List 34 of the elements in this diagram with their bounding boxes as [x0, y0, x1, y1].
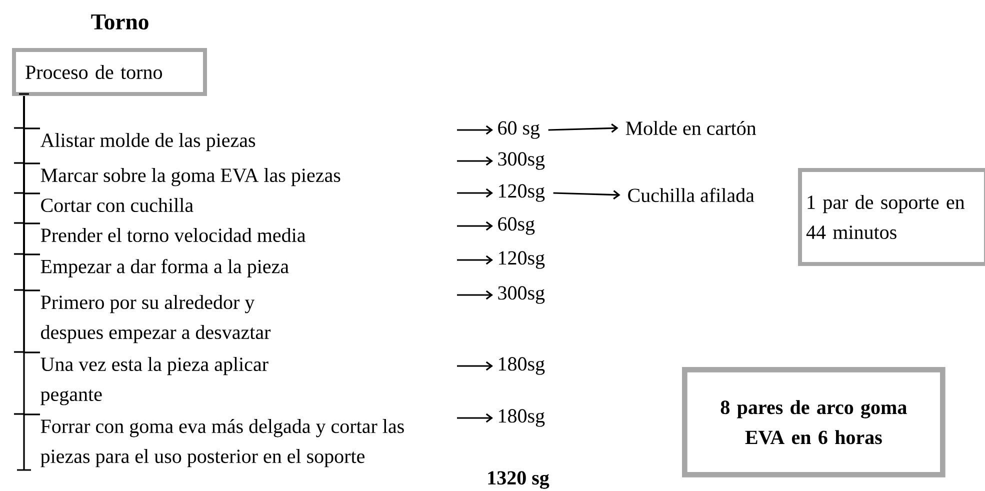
title: Torno — [91, 14, 148, 30]
duration-text: 300sg — [498, 152, 545, 170]
duration-text: 120sg — [499, 184, 545, 202]
arrow — [457, 125, 493, 135]
arrow — [457, 290, 493, 300]
step-text: Forrar con goma eva más delgada y cortar las piezas para el uso posterior en el soporte — [40, 419, 404, 468]
resource-text: Cuchilla afilada — [628, 188, 754, 202]
step-text: Prender el torno velocidad media — [40, 228, 306, 242]
arrow — [457, 413, 493, 423]
arrow — [457, 156, 493, 166]
duration-text: 60 sg — [498, 121, 540, 139]
arrow — [613, 190, 620, 200]
note-box: 1 par de soporte en 44 minutos — [798, 168, 985, 266]
resource-text: Molde en cartón — [626, 120, 756, 136]
connector-line — [23, 96, 40, 416]
arrow — [457, 361, 493, 371]
step-text: Cortar con cuchilla — [41, 198, 194, 212]
duration-text: 120sg — [499, 251, 545, 269]
duration-text: 60sg — [498, 217, 535, 235]
step-text: Marcar sobre la goma EVA las piezas — [40, 168, 340, 186]
step-text: Primero por su alrededor y despues empezar a desvaztar — [40, 295, 271, 344]
summary-box: 8 pares de arco goma EVA en 6 horas — [682, 367, 946, 478]
arrow — [611, 124, 618, 133]
arrow — [457, 188, 493, 198]
arrow — [457, 221, 493, 231]
duration-text: 300sg — [498, 286, 545, 304]
duration-text: 180sg — [499, 409, 545, 427]
process-box: Proceso de torno — [12, 48, 207, 96]
step-text: Empezar a dar forma a la pieza — [40, 259, 289, 278]
step-text: Una vez esta la pieza aplicar pegante — [40, 357, 268, 406]
total-label: 1320 sg — [488, 471, 550, 489]
duration-text: 180sg — [499, 357, 545, 375]
step-text: Alistar molde de las piezas — [40, 133, 256, 152]
arrow — [457, 255, 493, 265]
